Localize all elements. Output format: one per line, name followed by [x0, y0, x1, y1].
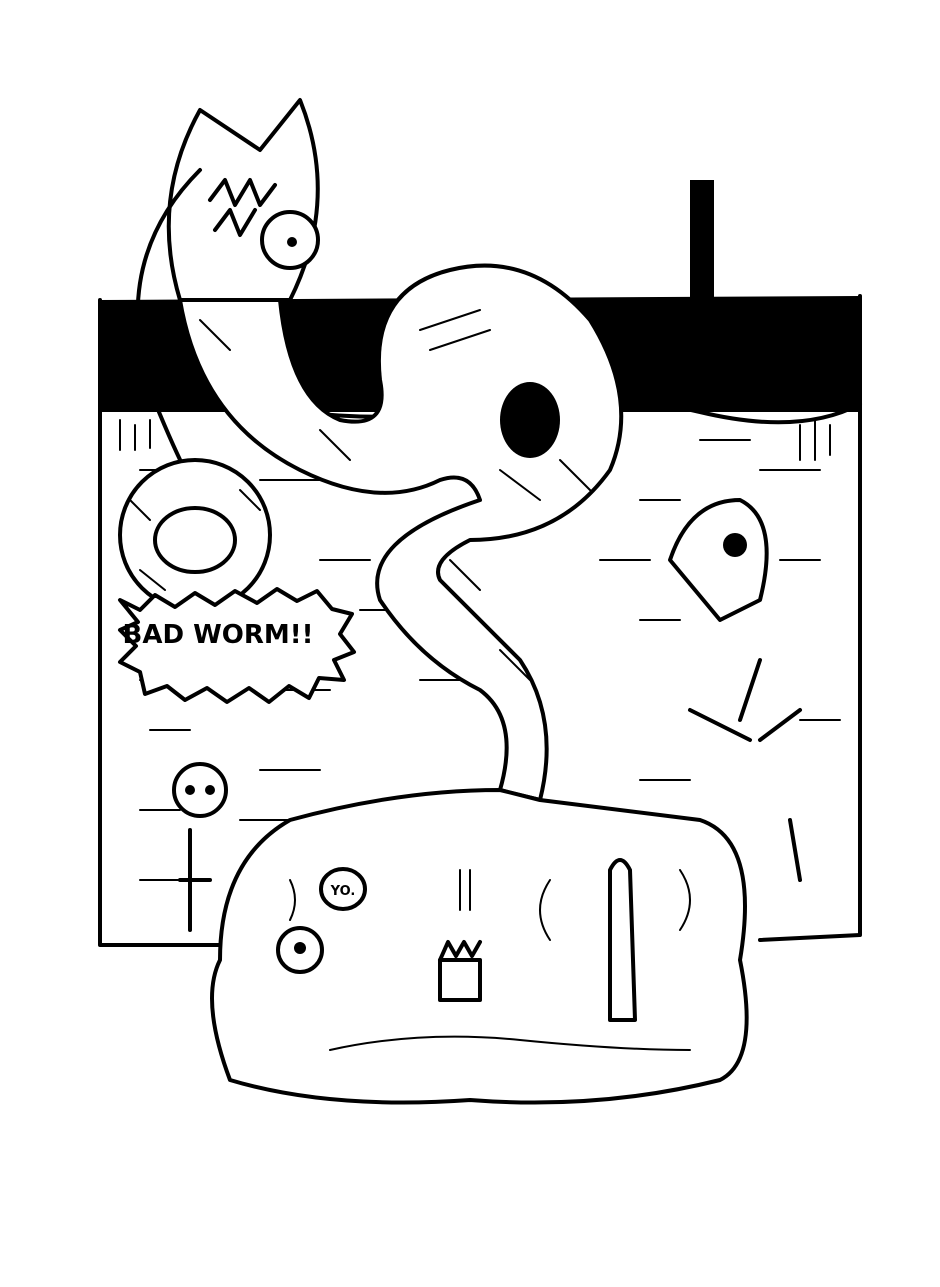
characters: [276, 858, 637, 1022]
skeleton-left: [172, 762, 228, 932]
worm: [135, 98, 624, 802]
shout-text: BAD WORM!!: [123, 620, 314, 650]
rabbit-hole: [118, 458, 272, 612]
speech-bubble: YO.: [319, 867, 367, 911]
shout-bubble: BAD WORM!!: [118, 587, 356, 704]
skeleton-right: [668, 498, 802, 882]
chimney: [690, 180, 714, 310]
speech-text: YO.: [330, 884, 356, 899]
